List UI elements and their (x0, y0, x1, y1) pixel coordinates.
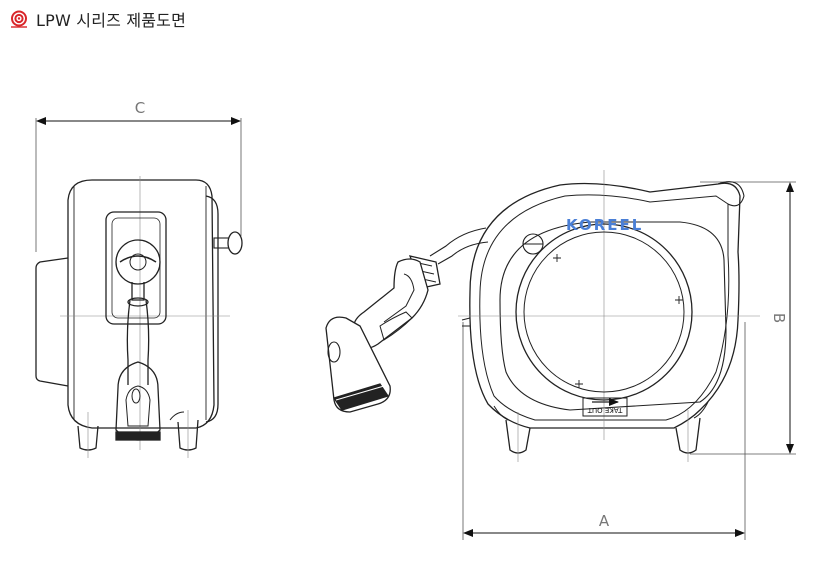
spray-nozzle (325, 255, 441, 413)
target-bullseye-icon (11, 10, 27, 28)
dimension-label-b: B (770, 313, 788, 323)
side-holder-ring (115, 239, 161, 285)
front-face-rim (499, 221, 727, 411)
brand-logo: KOREEL (566, 216, 643, 234)
take-out-label: TAKE OUT (587, 406, 623, 414)
front-hose-inlet (429, 227, 489, 265)
side-front-face (205, 195, 219, 423)
side-knob (227, 231, 243, 255)
side-view (35, 117, 243, 458)
front-housing-outline (469, 182, 741, 429)
side-back-cap (35, 257, 69, 387)
side-guide-slot (105, 211, 167, 325)
side-body-outline (67, 179, 215, 429)
nozzle-trigger (379, 311, 413, 341)
front-view: KOREEL TAKE OUT (429, 170, 796, 540)
dimension-label-a: A (599, 512, 610, 530)
dimension-label-c: C (135, 99, 145, 117)
side-hose (126, 299, 150, 385)
page-title: LPW 시리즈 제품도면 (36, 11, 186, 30)
page-header: LPW 시리즈 제품도면 (10, 8, 186, 30)
nozzle-spray-face (332, 383, 390, 411)
front-drum-window-inner (523, 231, 685, 393)
front-drum-window-outer (515, 223, 693, 401)
take-out-tag (582, 397, 628, 417)
front-outlet (717, 181, 745, 207)
